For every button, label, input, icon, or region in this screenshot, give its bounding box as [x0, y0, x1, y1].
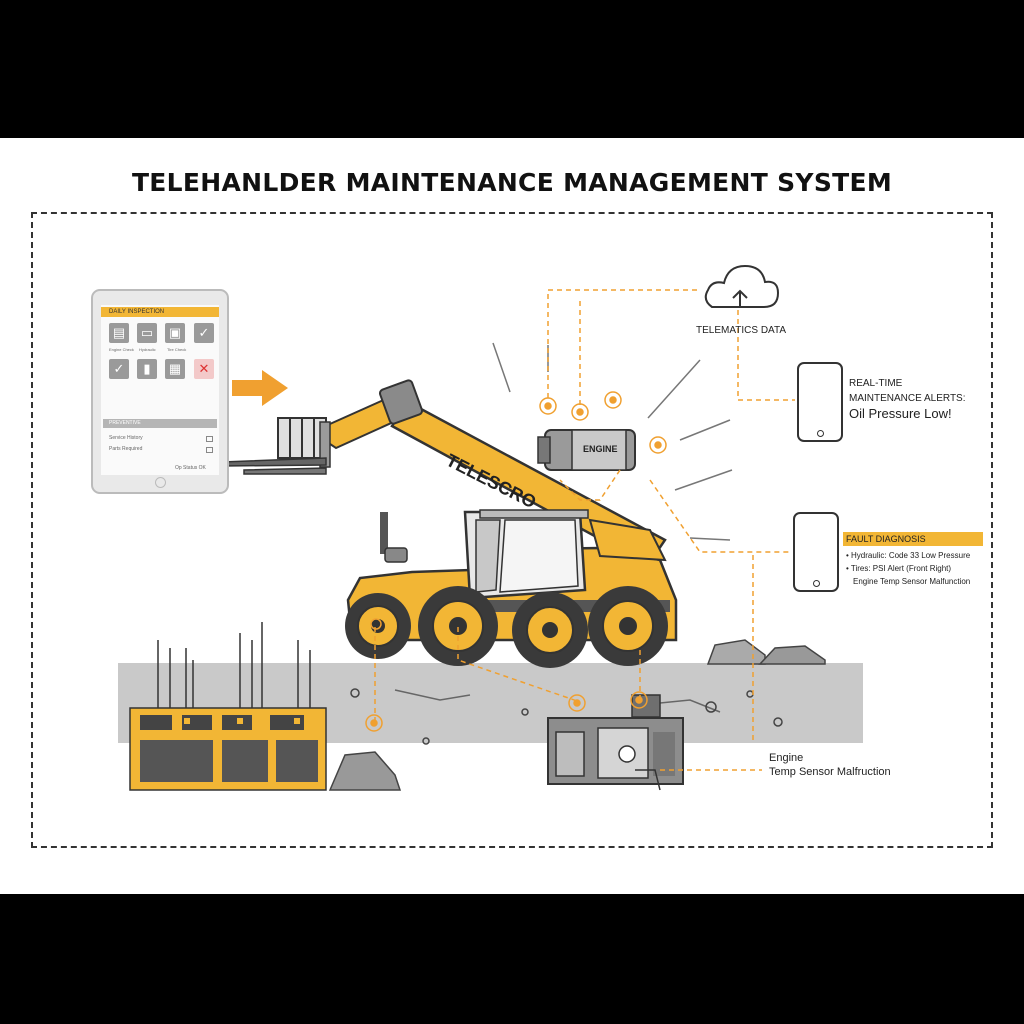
- diagram-canvas: TELEHANLDER MAINTENANCE MANAGEMENT SYSTE…: [0, 138, 1024, 894]
- alerts-line2: MAINTENANCE ALERTS:: [849, 393, 966, 404]
- fluid-tile[interactable]: ▦: [165, 359, 185, 379]
- tile-caption: Tire Check: [167, 347, 187, 352]
- engine-box-label: ENGINE: [583, 444, 618, 454]
- tablet-footer: Op Status OK: [175, 465, 206, 471]
- foundation-formwork: [129, 707, 327, 791]
- signal-pins: [365, 391, 667, 732]
- tablet-row[interactable]: Parts Required: [109, 446, 143, 452]
- phone-home-button: [817, 430, 824, 437]
- tire-check-tile[interactable]: ▣: [165, 323, 185, 343]
- fork-carriage: [221, 417, 331, 475]
- rock: [706, 639, 766, 665]
- page-title: TELEHANLDER MAINTENANCE MANAGEMENT SYSTE…: [131, 168, 893, 197]
- dashed-connectors: [374, 289, 795, 771]
- hydraulic-tile[interactable]: ▭: [137, 323, 157, 343]
- phone-home-button: [813, 580, 820, 587]
- alerts-line1: REAL-TIME: [849, 378, 903, 389]
- ground-crack: [394, 689, 471, 701]
- engine-callout-line1: Engine: [769, 752, 804, 764]
- rock: [328, 751, 402, 791]
- checkmark-icon[interactable]: ✓: [194, 323, 214, 343]
- illustration: [118, 264, 863, 791]
- tablet-section-bar: PREVENTIVE: [103, 419, 217, 428]
- part-tile[interactable]: ▮: [137, 359, 157, 379]
- wheel-front-right: [588, 586, 668, 666]
- inspection-tablet: DAILY INSPECTION ▤ ▭ ▣ ✓ ✓ ▮ ▦ ✕ Engine …: [91, 289, 229, 494]
- rock: [758, 645, 826, 665]
- tablet-header: DAILY INSPECTION: [101, 307, 219, 317]
- wheel-front-left: [418, 586, 498, 666]
- dashed-frame: [31, 212, 993, 848]
- fault-item: • Tires: PSI Alert (Front Right): [846, 564, 952, 573]
- fault-phone: [793, 512, 839, 592]
- arrow-icon: [232, 370, 288, 406]
- engine-callout-line2: Temp Sensor Malfruction: [769, 766, 891, 778]
- tile-caption: Engine Check: [109, 347, 134, 352]
- row-checkbox[interactable]: [206, 436, 213, 442]
- checkmark-icon[interactable]: ✓: [109, 359, 129, 379]
- wheel-rear: [345, 593, 411, 659]
- alert-phone: [797, 362, 843, 442]
- fault-item: • Hydraulic: Code 33 Low Pressure: [846, 551, 971, 560]
- tablet-row[interactable]: Service History: [109, 435, 143, 441]
- telematics-label: TELEMATICS DATA: [696, 325, 787, 336]
- fault-item: Engine Temp Sensor Malfunction: [853, 577, 971, 586]
- engine-check-tile[interactable]: ▤: [109, 323, 129, 343]
- rebar-stakes: [157, 622, 311, 708]
- fail-x-icon[interactable]: ✕: [194, 359, 214, 379]
- engine-unit-underground: [547, 694, 684, 791]
- row-checkbox[interactable]: [206, 447, 213, 453]
- tablet-home-button[interactable]: [155, 477, 166, 488]
- tablet-screen: DAILY INSPECTION ▤ ▭ ▣ ✓ ✓ ▮ ▦ ✕ Engine …: [101, 305, 219, 475]
- engine-box-on-boom: [537, 429, 636, 471]
- wheel-right: [512, 592, 588, 668]
- alerts-message: Oil Pressure Low!: [849, 406, 952, 421]
- tile-caption: Hydraulic: [139, 347, 156, 352]
- ground-pebbles: [350, 688, 783, 745]
- cloud-upload-icon: [704, 264, 780, 308]
- fault-heading: FAULT DIAGNOSIS: [843, 532, 983, 546]
